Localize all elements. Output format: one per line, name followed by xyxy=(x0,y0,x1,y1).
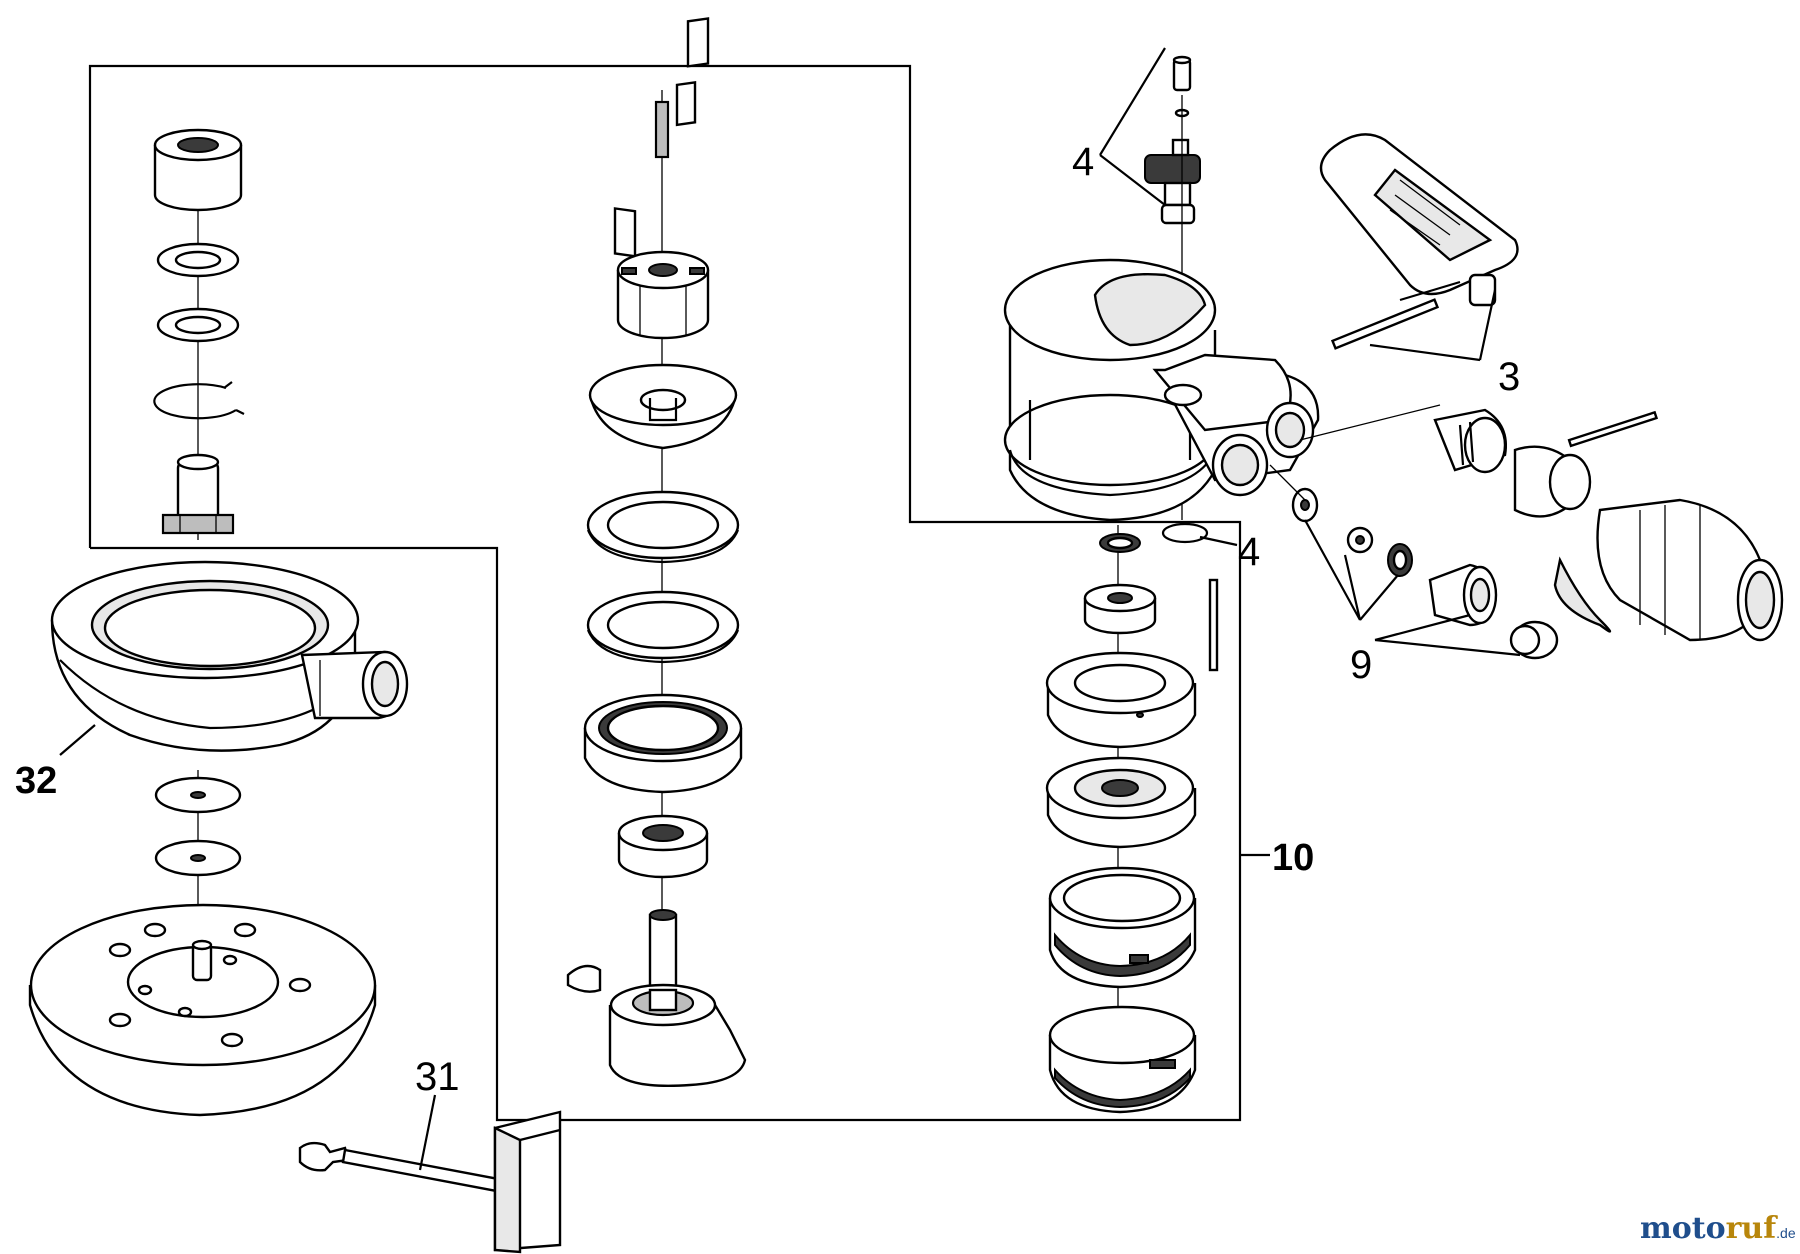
wrench-part-31 xyxy=(298,1110,562,1254)
valve-pin-part xyxy=(1172,55,1192,118)
star-washer-part xyxy=(1346,526,1374,554)
cylinder-sleeve-part xyxy=(1048,866,1197,989)
end-plate-part xyxy=(588,363,738,450)
exhaust-hose-part xyxy=(1553,498,1784,642)
motor-housing-part xyxy=(1003,258,1320,522)
o-ring-part xyxy=(1387,543,1413,577)
watermark-logo: motoruf.de xyxy=(1640,1211,1796,1246)
washer-part xyxy=(154,839,242,877)
washer-part xyxy=(156,307,240,343)
inlet-fitting-part xyxy=(1299,404,1507,474)
watermark-tld: .de xyxy=(1776,1225,1796,1241)
callout-3: 3 xyxy=(1498,355,1520,399)
small-ring-part xyxy=(1099,533,1141,553)
housing-part-32 xyxy=(50,560,409,752)
swivel-collar-part xyxy=(1513,410,1659,518)
middle-column-parts xyxy=(566,17,747,1087)
throttle-lever-part xyxy=(1319,133,1519,350)
shaft-nut-part xyxy=(161,453,235,535)
fitting-part xyxy=(1428,563,1498,627)
rotor-part xyxy=(616,250,710,340)
ring-part xyxy=(586,590,740,664)
seal-plate-part xyxy=(1045,756,1197,849)
callout-10: 10 xyxy=(1272,837,1314,879)
retaining-ring-part xyxy=(1161,522,1209,544)
watermark-brand-a: moto xyxy=(1640,1211,1726,1246)
assembly-10-outline xyxy=(88,64,1242,1122)
circlip-part xyxy=(153,381,245,420)
callout-4-mid: 4 xyxy=(1238,530,1260,574)
ball-bearing-part xyxy=(617,814,709,879)
left-column-parts xyxy=(28,128,409,1117)
ring-part xyxy=(586,490,740,564)
bearing-plate-part xyxy=(1045,651,1197,749)
callout-32: 32 xyxy=(15,760,57,802)
washer-part xyxy=(156,242,240,278)
sanding-pad-part xyxy=(28,903,377,1117)
bushing-part xyxy=(153,128,243,212)
throttle-valve-part xyxy=(1144,138,1201,225)
bearing-part xyxy=(1083,583,1157,635)
callout-4-top: 4 xyxy=(1072,140,1094,184)
watermark-brand-b: ruf xyxy=(1726,1211,1779,1246)
leader-lines xyxy=(59,47,1521,1171)
callout-9: 9 xyxy=(1350,643,1372,687)
eccentric-shaft-part xyxy=(566,909,747,1087)
right-assembly-parts xyxy=(1003,55,1784,1114)
callout-31: 31 xyxy=(415,1055,460,1099)
bearing-ring-part xyxy=(583,693,743,794)
cap-part xyxy=(1509,620,1559,660)
svg-text:motoruf.de: motoruf.de xyxy=(1640,1211,1796,1246)
washer-part xyxy=(154,776,242,814)
small-washer-part xyxy=(1291,487,1319,523)
sleeve-ring-part xyxy=(1048,1005,1197,1114)
